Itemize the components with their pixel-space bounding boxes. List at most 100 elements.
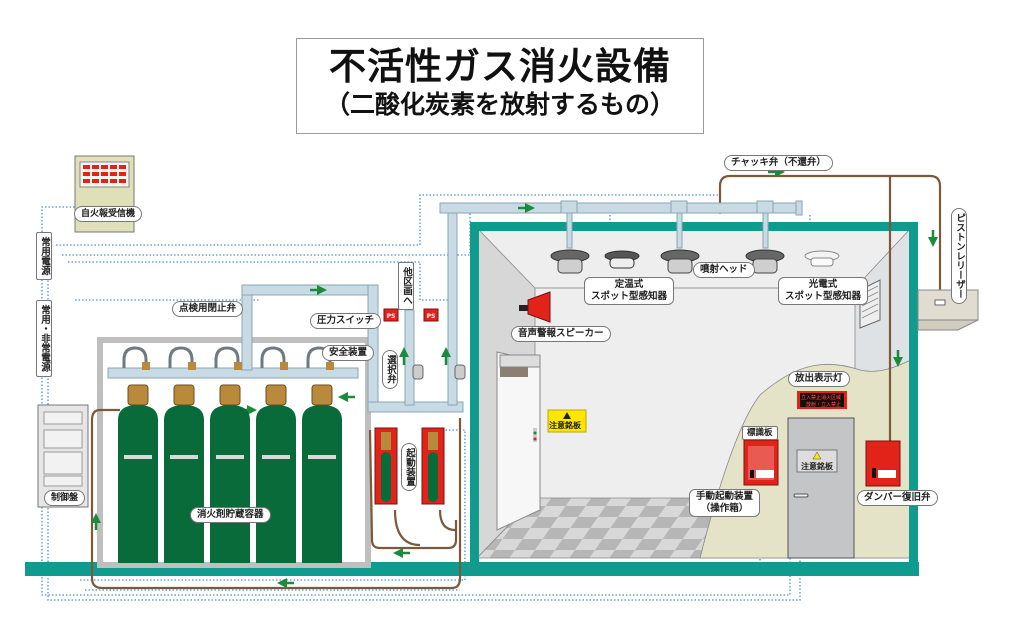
label-selector-valve: 選択弁 (382, 350, 398, 389)
receiver-lamp (83, 165, 90, 169)
label-normal-power: 常用電源 (36, 232, 52, 280)
head-body (667, 258, 693, 274)
cylinder-band (216, 455, 244, 459)
cylinder-valve (265, 384, 287, 406)
receiver-lamp (119, 179, 126, 183)
receiver-lamp (101, 165, 108, 169)
voice-alarm-speaker (519, 291, 551, 323)
discharge-head (660, 249, 700, 274)
label-pressure-switch: 圧力スイッチ (310, 313, 382, 329)
activation-cylinder (421, 427, 445, 505)
cylinder-body (210, 405, 250, 563)
cylinder-hose (122, 346, 148, 368)
cylinder-band (308, 455, 336, 459)
storage-cylinder (164, 346, 204, 563)
diagram-subtitle: （二酸化炭素を放射するもの） (324, 90, 675, 119)
damper-reset-box (865, 440, 901, 487)
ps-badge-1: PS (387, 313, 396, 320)
connector (188, 362, 196, 370)
label-discharge-indicator-lamp: 放出表示灯 (788, 371, 850, 387)
storage-cylinder (302, 346, 342, 563)
cylinder-body (164, 405, 204, 563)
fixed-temp-line1: 定温式 (614, 279, 644, 290)
receiver-lamp (119, 165, 126, 169)
receiver-lamp (110, 179, 117, 183)
label-manual-activation: 手動起動装置 （操作箱） (689, 489, 761, 517)
connector (326, 362, 334, 370)
activation-bottle (428, 452, 438, 502)
cylinder-band (124, 455, 152, 459)
cylinder-body (302, 405, 342, 563)
label-piston-releaser: ピストンレリーザー (951, 208, 967, 304)
pressure-switches: PS PS (383, 308, 439, 322)
title-panel: 不活性ガス消火設備 （二酸化炭素を放射するもの） (296, 38, 704, 134)
connector (142, 362, 150, 370)
label-control-panel: 制御盤 (44, 490, 86, 506)
door (787, 417, 855, 559)
indicator-text-1: 立入禁止消火区域 (801, 395, 842, 401)
pilot-tubing (90, 174, 942, 590)
cylinder-body (118, 405, 158, 563)
elevator (496, 351, 541, 531)
receiver-lamp (110, 165, 117, 169)
manual-activation-line2: （操作箱） (700, 503, 749, 514)
flow-arrows (91, 167, 938, 588)
photoelectric-line1: 光電式 (808, 279, 838, 290)
damper-duct (917, 289, 979, 331)
cylinder-valve (219, 384, 241, 406)
cylinder-hose (214, 346, 240, 368)
selector-valves (412, 364, 466, 380)
storage-room (97, 337, 371, 568)
label-check-valve: チャッキ弁（不還弁） (724, 155, 833, 171)
receiver-lamp (119, 172, 126, 176)
discharge-head (550, 249, 590, 274)
photoelectric-line2: スポット型感知器 (785, 291, 862, 302)
label-caution-sign: 注意銘板 (549, 421, 581, 430)
activation-bottle (381, 452, 391, 502)
activation-cylinder (374, 427, 398, 505)
connector (280, 362, 288, 370)
label-door-caution-sign: 注意銘板 (801, 462, 833, 471)
cylinder-valve (173, 384, 195, 406)
storage-cylinder (210, 346, 250, 563)
discharge-piping (107, 200, 803, 413)
label-damper-reset-valve: ダンパー復旧弁 (857, 490, 938, 506)
discharge-indicator-lamp (797, 391, 847, 409)
cylinder-hose (260, 346, 286, 368)
label-inspection-shutoff-valve: 点検用閉止弁 (172, 301, 244, 317)
discharge-head (745, 249, 785, 274)
fixed-temp-line2: スポット型感知器 (591, 291, 668, 302)
activation-cylinders (374, 427, 445, 505)
detector-body (810, 257, 834, 267)
manual-activation-line1: 手動起動装置 (696, 491, 754, 502)
receiver-lamp (92, 179, 99, 183)
cylinder-hose (168, 346, 194, 368)
agent-storage-cylinders (118, 346, 342, 563)
activation-valve (381, 432, 391, 450)
label-agent-storage-container: 消火剤貯蔵容器 (190, 507, 271, 523)
label-fire-alarm-receiver: 自火報受信機 (74, 206, 143, 222)
label-photoelectric-detector: 光電式 スポット型感知器 (778, 277, 869, 305)
receiver-lamp (101, 179, 108, 183)
cylinder-body (256, 405, 296, 563)
storage-cylinder (118, 346, 158, 563)
detector-body (609, 257, 635, 269)
label-normal-emergency-power: 常用・非常電源 (36, 300, 52, 377)
receiver-lamp (101, 172, 108, 176)
label-discharge-head: 噴射ヘッド (693, 262, 755, 278)
label-sign-plate: 標識板 (742, 426, 778, 440)
photoelectric-detector (804, 250, 840, 267)
head-body (557, 258, 583, 274)
cylinder-valve (127, 384, 149, 406)
label-voice-alarm-speaker: 音声警報スピーカー (511, 326, 611, 342)
fixed-temp-detector (604, 250, 640, 269)
receiver-lamp (92, 165, 99, 169)
head-body (752, 258, 778, 274)
cylinder-band (170, 455, 198, 459)
storage-cylinder (256, 346, 296, 563)
label-fixed-temp-detector: 定温式 スポット型感知器 (584, 277, 675, 305)
diagram-title: 不活性ガス消火設備 (329, 45, 671, 88)
indicator-text-2: 放射・立入禁止 (806, 402, 842, 408)
